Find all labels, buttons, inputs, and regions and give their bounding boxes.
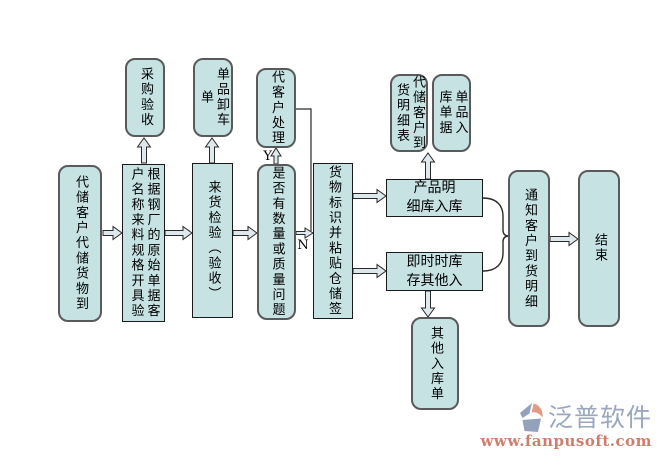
node-purchase-check: 采购验收 [125,58,165,137]
fanpu-logo-icon [519,403,543,432]
node-labeling-label: 货物标识并粘贴仓储签 [326,165,341,317]
line-handle-return [296,108,312,231]
watermark: 泛普软件 www.fanpusoft.com [481,402,653,449]
node-product-in-label: 产品明 细库入库 [407,179,463,217]
node-labeling: 货物标识并粘贴仓储签 [313,163,353,319]
node-instant-in-line1: 即时时库 [406,253,463,270]
node-unload-doc-label: 单品卸车单 [198,67,229,128]
node-purchase-check-label: 采购验收 [138,67,153,128]
node-item-in-doc: 单品入库单据 [432,74,471,152]
node-notify-label: 通知客户到货明细 [522,187,537,310]
arrow-decision-yes-to-handle [270,147,282,165]
node-end: 结束 [578,170,620,327]
watermark-brand: 泛普软件 [547,402,652,432]
node-inspect: 来货检验（验收） [192,163,233,318]
node-other-in-doc-label: 其他入库单 [428,325,443,402]
node-decision-label: 是否有数量或质量问题 [269,166,285,318]
node-product-in-line2: 细库入库 [406,199,463,215]
arrow-labeling-to-instant-in [352,263,387,279]
watermark-site-url: www.fanpusoft.com [480,432,652,450]
label-no: N [297,238,308,253]
node-end-label: 结束 [592,233,607,264]
arrow-prepare-to-purchase-check [136,137,152,164]
node-start-label: 代储客户代储货物到 [73,175,88,312]
arrow-notify-to-end [549,231,579,247]
node-prepare-label: 根据钢厂的原始单据客户名称来料规格开具验 [128,167,160,319]
node-other-in-doc: 其他入库单 [411,317,459,410]
arrow-inspect-to-unload-doc [204,137,220,164]
node-inspect-label: 来货检验（验收） [205,179,221,302]
arrow-inspect-to-decision [232,225,258,241]
node-product-in: 产品明 细库入库 [386,179,483,217]
node-instant-in-line2: 存其他入 [406,272,463,289]
label-yes: Y [262,149,272,164]
node-prepare: 根据钢厂的原始单据客户名称来料规格开具验 [122,164,165,322]
node-instant-in-label: 即时时库 存其他入 [407,253,463,291]
curve-instant-in-to-notify [482,235,510,272]
arrow-start-to-prepare [102,225,123,241]
node-decision: 是否有数量或质量问题 [257,164,296,320]
node-handle-label: 代客户处理 [269,70,284,146]
arrow-labeling-to-product-in [352,188,387,204]
arrow-instant-in-to-other-doc [420,290,436,318]
node-arrival-doc-label: 代储客户到货明细表 [394,75,425,151]
node-notify: 通知客户到货明细 [508,170,550,327]
curve-product-in-to-notify [482,197,510,237]
node-unload-doc: 单品卸车单 [193,58,233,137]
node-handle: 代客户处理 [256,68,296,148]
node-product-in-line1: 产品明 [413,180,456,196]
node-instant-in: 即时时库 存其他入 [386,252,483,291]
node-item-in-doc-label: 单品入库单据 [436,90,468,136]
node-arrival-doc: 代储客户到货明细表 [390,74,428,152]
arrow-product-in-to-docs [420,152,436,180]
node-start: 代储客户代储货物到 [58,165,102,322]
arrow-prepare-to-inspect [164,225,193,241]
arrow-decision-to-labeling [295,227,314,239]
